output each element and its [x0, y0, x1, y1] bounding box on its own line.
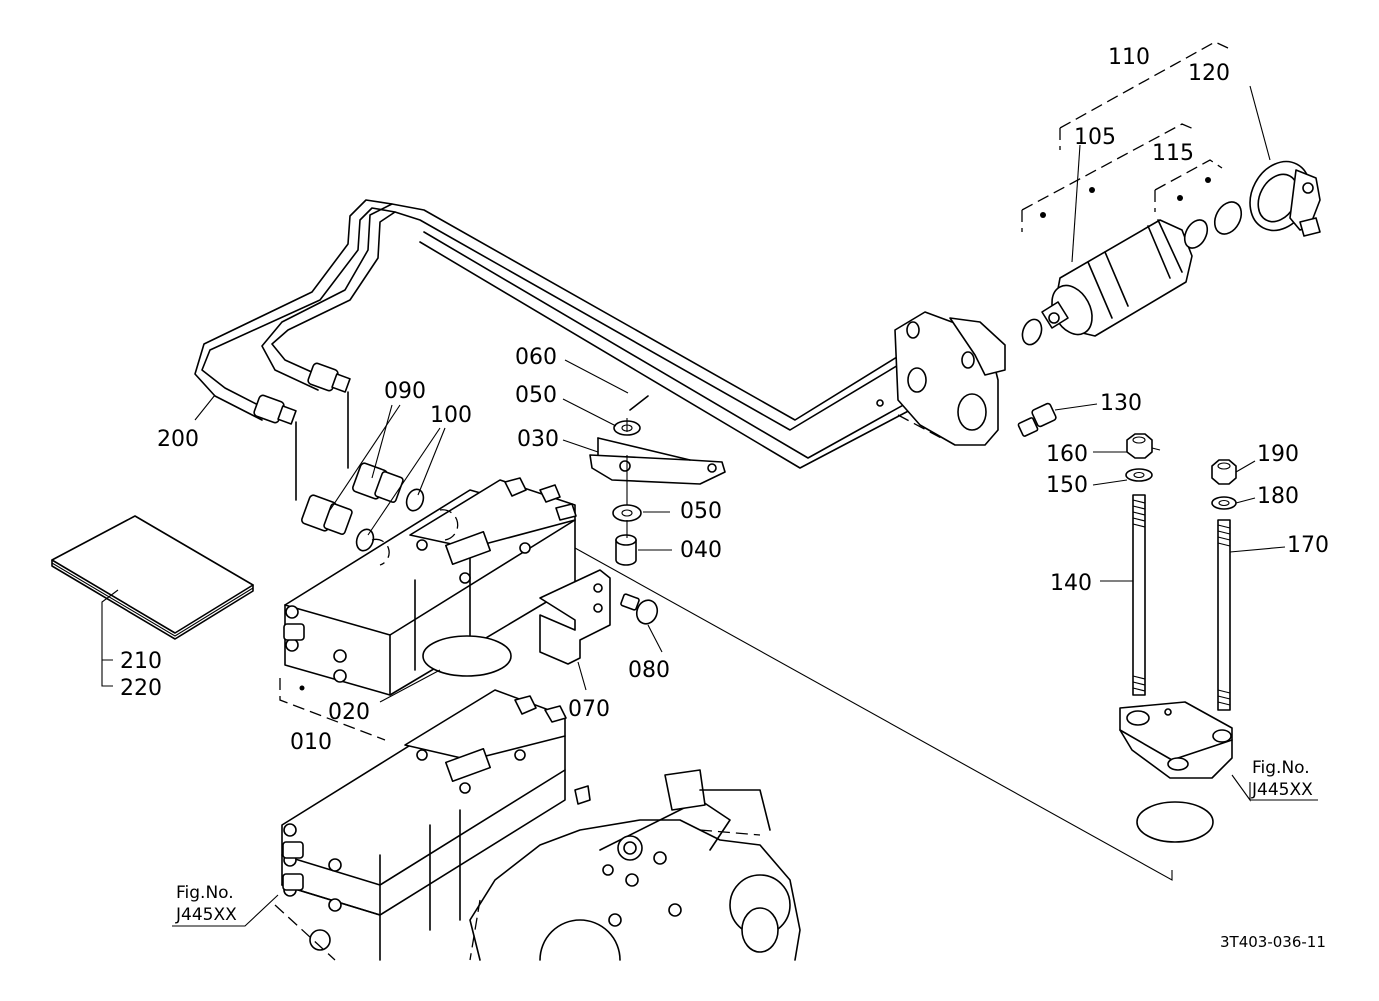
bracket-105 — [1021, 123, 1197, 232]
bracket-115 — [1154, 159, 1223, 212]
label-110: 110 — [1108, 45, 1150, 70]
control-valve-010 — [283, 477, 577, 696]
bolt-080 — [620, 593, 659, 625]
leader-lines — [101, 85, 1318, 927]
clamp-120 — [1249, 160, 1321, 237]
cover-plate — [1119, 701, 1233, 779]
label-200: 200 — [157, 427, 199, 452]
label-020: 020 — [328, 700, 370, 725]
o-ring-100 — [355, 488, 425, 552]
label-150: 150 — [1046, 473, 1088, 498]
figref-right-number: J445XX — [1251, 780, 1313, 800]
bracket-010 — [279, 678, 386, 741]
label-130: 130 — [1100, 391, 1142, 416]
drawing-code: 3T403-036-11 — [1220, 933, 1326, 951]
figref-left-number: J445XX — [175, 905, 237, 925]
stud-170 — [1217, 519, 1231, 711]
label-120: 120 — [1188, 61, 1230, 86]
o-ring-020 — [422, 635, 512, 677]
bracket-110 — [1059, 41, 1229, 150]
label-040: 040 — [680, 538, 722, 563]
transmission-case — [469, 769, 801, 961]
mounting-flange — [876, 311, 1006, 446]
label-070: 070 — [568, 697, 610, 722]
label-180: 180 — [1257, 484, 1299, 509]
label-105: 105 — [1074, 125, 1116, 150]
figref-left-label: Fig.No. — [176, 883, 234, 903]
o-ring-115a — [1183, 219, 1209, 249]
label-190: 190 — [1257, 442, 1299, 467]
label-220: 220 — [120, 676, 162, 701]
o-ring-115b — [1213, 201, 1243, 235]
valve-stack-reference — [274, 689, 591, 961]
lever-030 — [589, 437, 726, 485]
label-160: 160 — [1046, 442, 1088, 467]
washer-150 — [1125, 468, 1153, 482]
label-010: 010 — [290, 730, 332, 755]
pin-060 — [629, 395, 649, 411]
label-170: 170 — [1287, 533, 1329, 558]
o-ring-plate — [1136, 801, 1214, 843]
figref-right-label: Fig.No. — [1252, 758, 1310, 778]
nut-190 — [1211, 459, 1237, 485]
label-060: 060 — [515, 345, 557, 370]
o-ring-cylinder — [1021, 318, 1043, 346]
label-140: 140 — [1050, 571, 1092, 596]
washer-050-lower — [612, 504, 642, 522]
label-050-lower: 050 — [680, 499, 722, 524]
collar-040 — [615, 534, 637, 566]
pipe-assembly-200 — [194, 199, 976, 469]
pipe-fittings — [253, 362, 351, 501]
bracket-070 — [539, 569, 611, 665]
part-labels: 010 020 030 040 050 050 060 070 080 090 … — [120, 45, 1329, 951]
label-090: 090 — [384, 379, 426, 404]
label-100: 100 — [430, 403, 472, 428]
cylinder-105 — [1041, 219, 1193, 337]
nut-160 — [1126, 433, 1153, 459]
manual-210-220 — [51, 515, 254, 640]
connector-090 — [301, 462, 404, 535]
label-050-upper: 050 — [515, 383, 557, 408]
washer-180 — [1211, 496, 1237, 510]
label-115: 115 — [1152, 141, 1194, 166]
label-080: 080 — [628, 658, 670, 683]
label-030: 030 — [517, 427, 559, 452]
stud-140 — [1132, 494, 1146, 696]
label-210: 210 — [120, 649, 162, 674]
plug-130 — [1017, 402, 1057, 437]
